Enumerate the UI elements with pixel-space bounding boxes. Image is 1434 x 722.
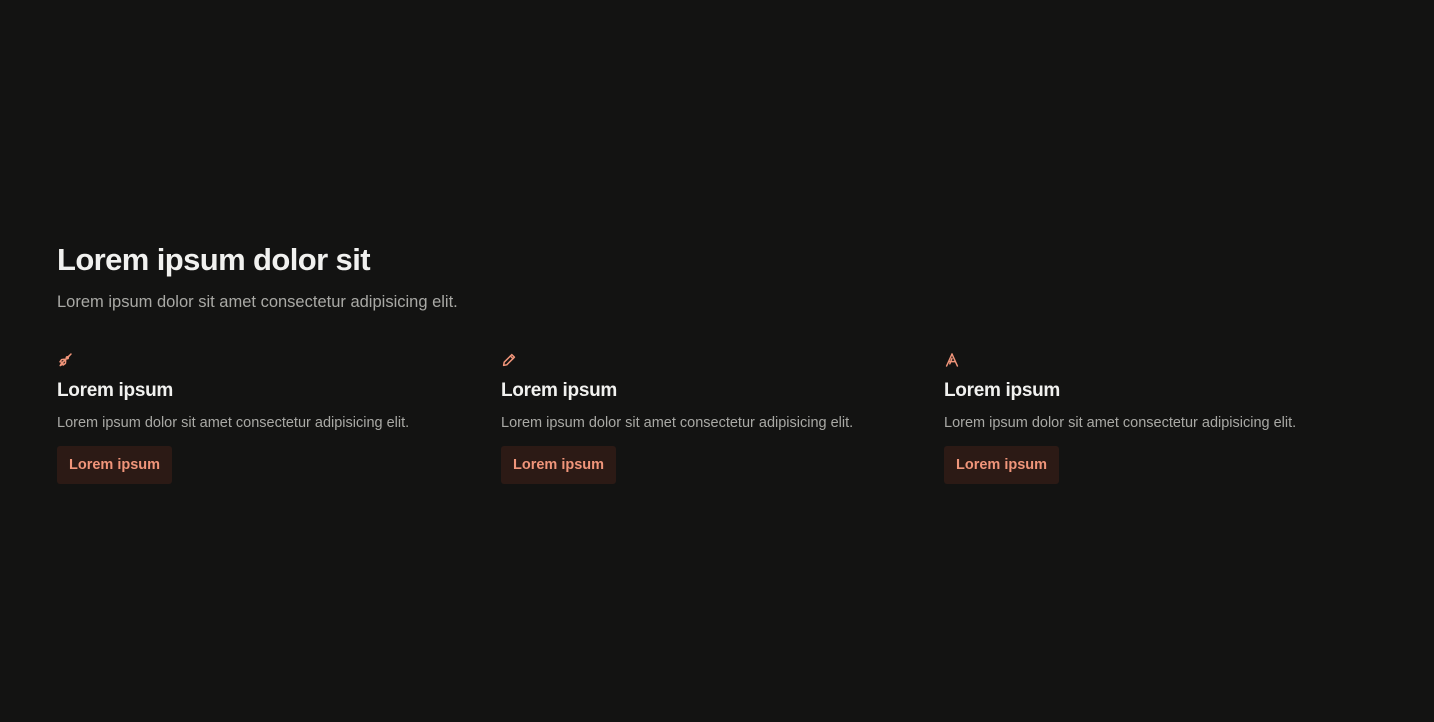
section-title: Lorem ipsum dolor sit (57, 242, 371, 277)
feature-card-2: Lorem ipsum Lorem ipsum dolor sit amet c… (501, 352, 921, 484)
feature-title: Lorem ipsum (501, 380, 617, 401)
section-subtitle: Lorem ipsum dolor sit amet consectetur a… (57, 293, 458, 311)
feature-button[interactable]: Lorem ipsum (501, 446, 617, 484)
feature-card-1: Lorem ipsum Lorem ipsum dolor sit amet c… (57, 352, 477, 484)
feature-card-3: Lorem ipsum Lorem ipsum dolor sit amet c… (944, 352, 1364, 484)
feature-title: Lorem ipsum (944, 380, 1060, 401)
feature-grid: Lorem ipsum Lorem ipsum dolor sit amet c… (57, 352, 1387, 492)
feature-button[interactable]: Lorem ipsum (57, 446, 173, 484)
feature-description: Lorem ipsum dolor sit amet consectetur a… (501, 415, 854, 431)
feature-description: Lorem ipsum dolor sit amet consectetur a… (944, 415, 1297, 431)
drafting-compass-icon (944, 352, 960, 368)
feature-section: Lorem ipsum dolor sit Lorem ipsum dolor … (57, 240, 1387, 492)
pencil-icon (501, 352, 517, 368)
feature-description: Lorem ipsum dolor sit amet consectetur a… (57, 415, 410, 431)
rocket-icon (57, 352, 73, 368)
feature-title: Lorem ipsum (57, 380, 173, 401)
feature-button[interactable]: Lorem ipsum (944, 446, 1060, 484)
